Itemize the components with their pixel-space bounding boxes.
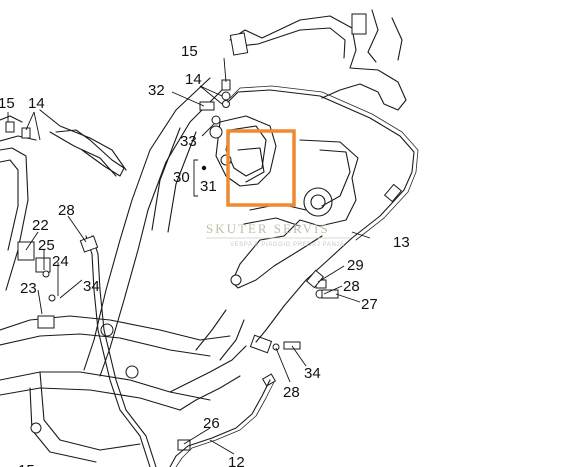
- leader-lines: [7, 57, 371, 455]
- part-label-34: 34: [304, 365, 321, 382]
- brake-hoses: [169, 85, 419, 467]
- part-label-26: 26: [203, 415, 220, 432]
- part-label-14: 14: [185, 71, 202, 88]
- part-labels: 15 14 15 14 32 33 30 31 28 22 25 24 23 3…: [0, 43, 410, 467]
- part-label-25: 25: [38, 237, 55, 254]
- part-label-13: 13: [393, 234, 410, 251]
- part-label-27: 27: [361, 296, 378, 313]
- part-label-22: 22: [32, 217, 49, 234]
- part-label-23: 23: [20, 280, 37, 297]
- part-label-12: 12: [228, 454, 245, 467]
- frame-structure: [0, 9, 407, 467]
- part-label-24: 24: [52, 253, 69, 270]
- brake-caliper-assembly: [209, 115, 359, 289]
- part-label-15: 15: [18, 462, 35, 467]
- part-label-28: 28: [283, 384, 300, 401]
- part-label-34: 34: [83, 278, 100, 295]
- part-label-15: 15: [0, 95, 15, 112]
- part-label-33: 33: [180, 133, 197, 150]
- part-label-15: 15: [181, 43, 198, 60]
- part-label-32: 32: [148, 82, 165, 99]
- part-label-30: 30: [173, 169, 190, 186]
- part-label-28: 28: [58, 202, 75, 219]
- watermark-title: SKUTER SERVIS: [206, 221, 330, 236]
- highlight-box: [226, 129, 296, 207]
- watermark-subtitle: VESPA & PIAGGIO PREDAJ PANJA: [230, 242, 345, 248]
- watermark: SKUTER SERVIS VESPA & PIAGGIO PREDAJ PAN…: [206, 221, 350, 248]
- part-label-14: 14: [28, 95, 45, 112]
- part-label-28: 28: [343, 278, 360, 295]
- part-label-29: 29: [347, 257, 364, 274]
- part-label-31: 31: [200, 178, 217, 195]
